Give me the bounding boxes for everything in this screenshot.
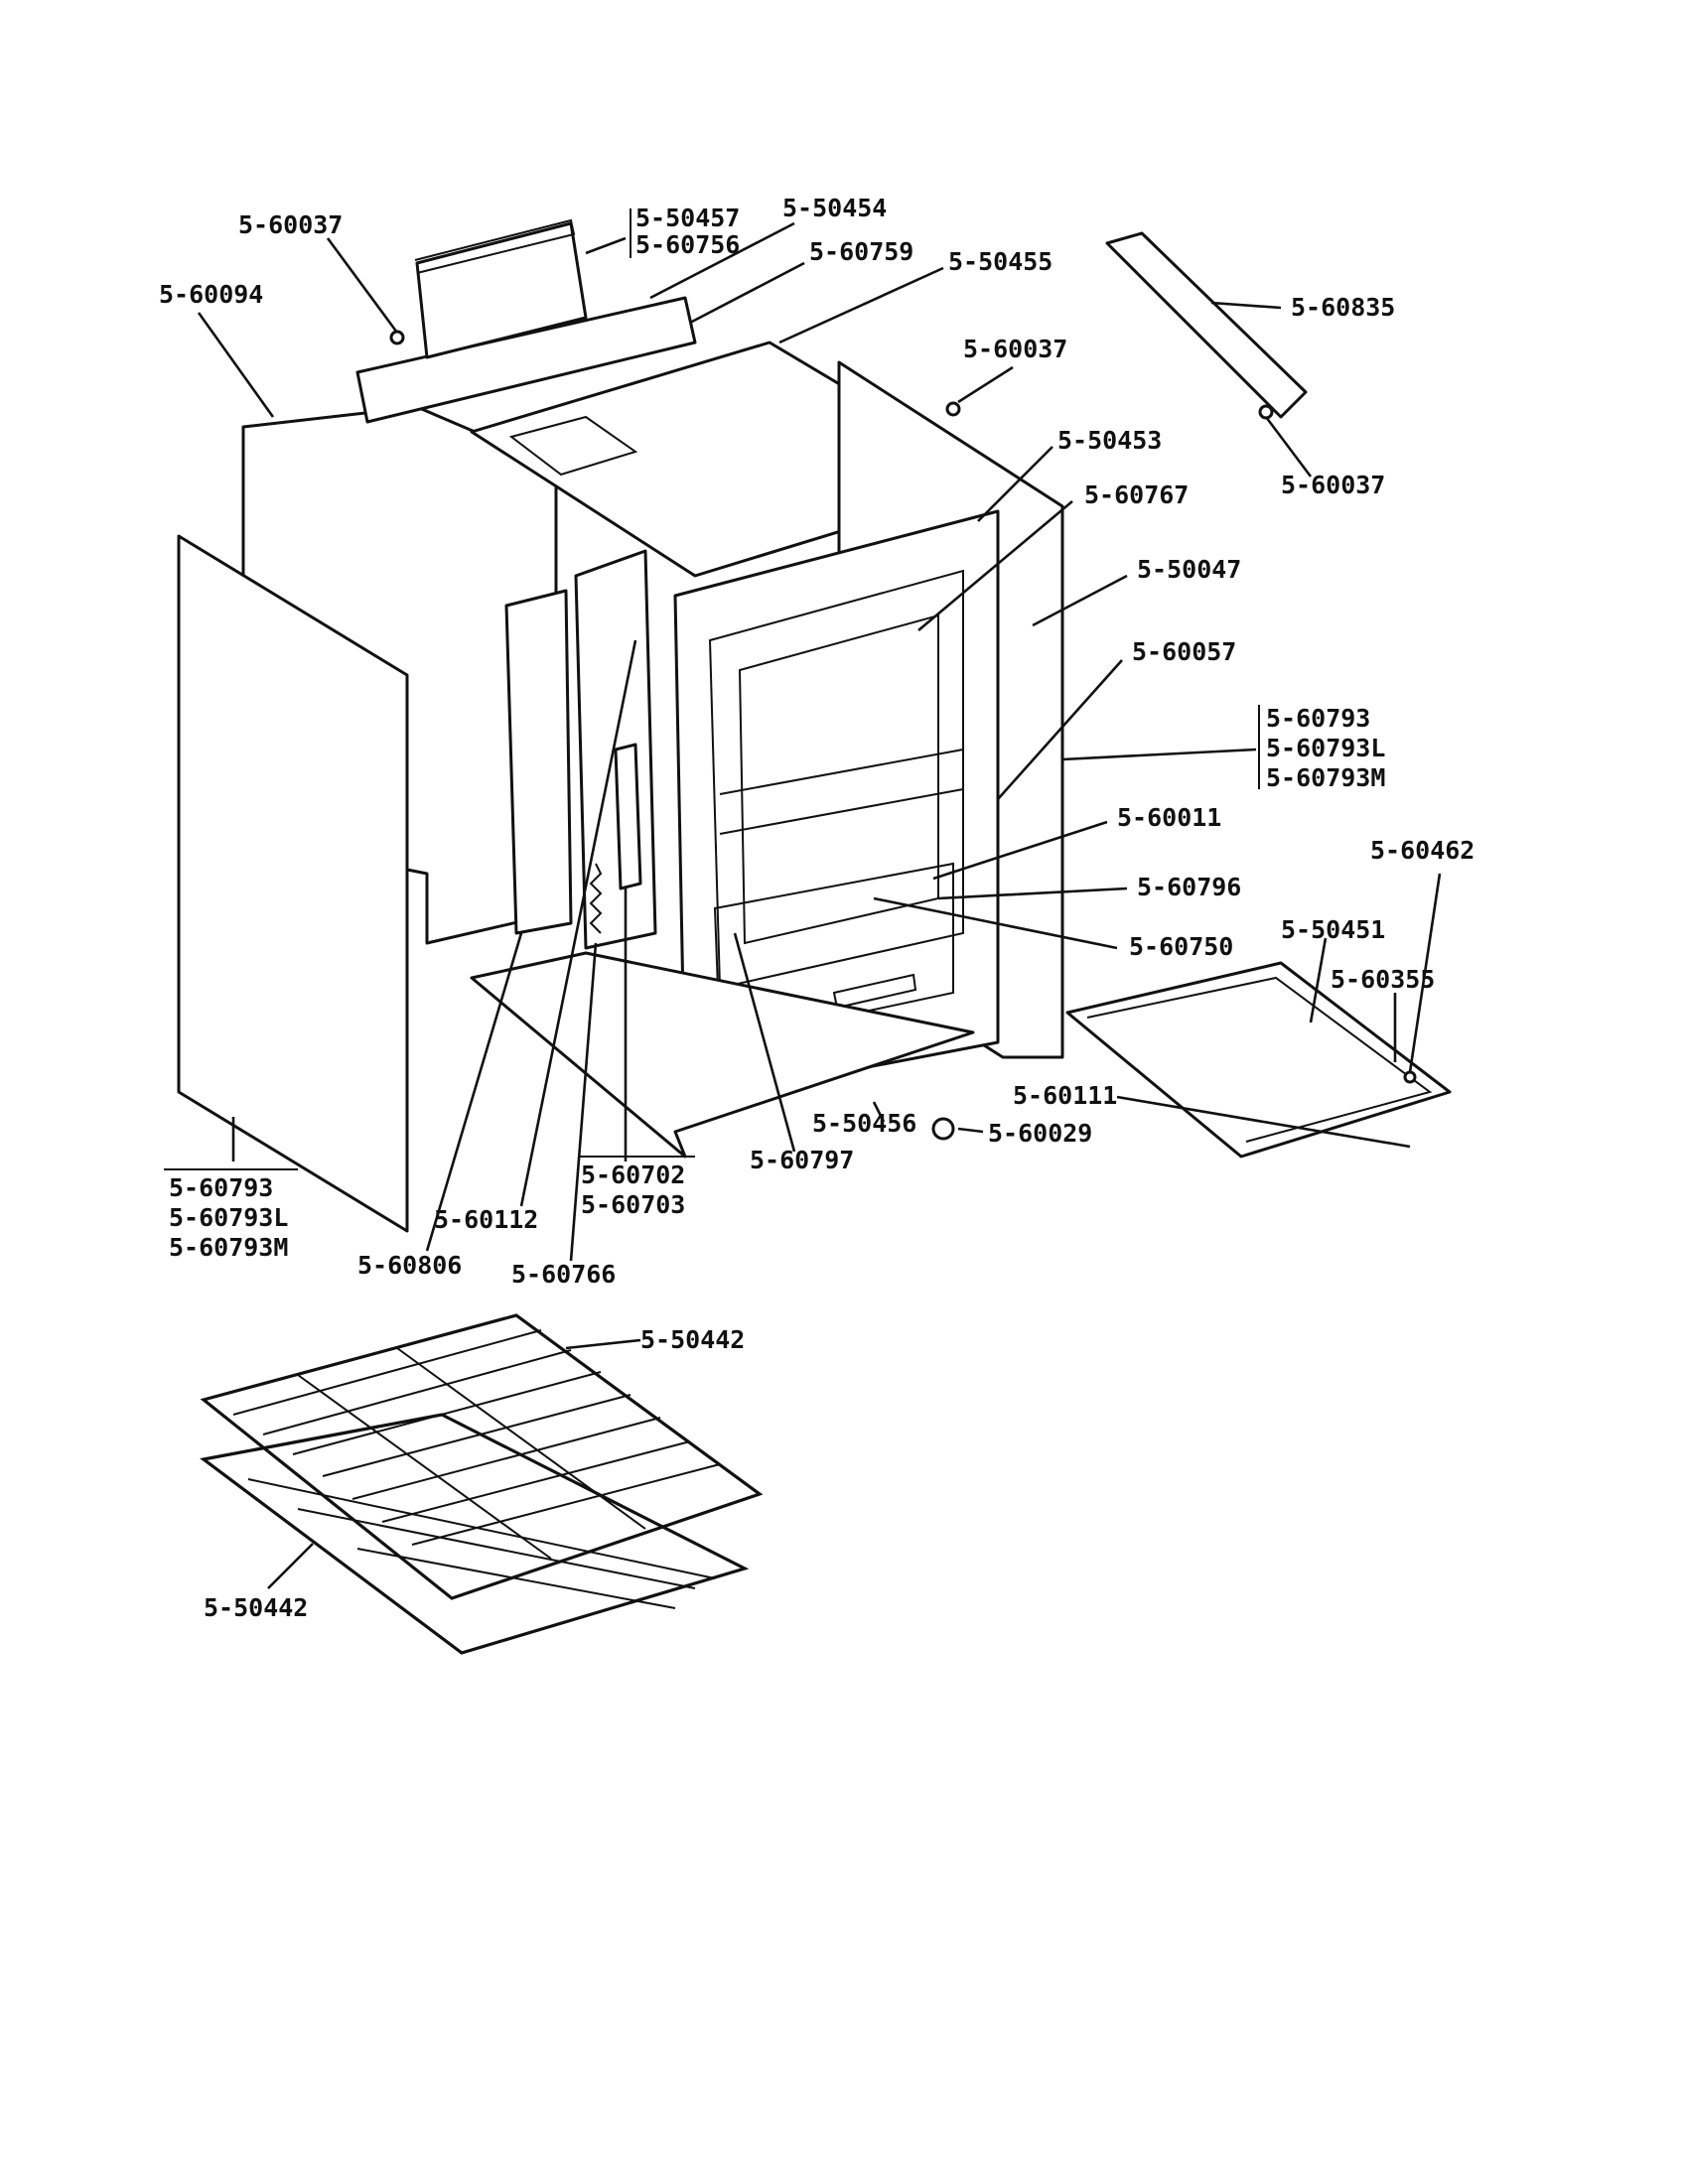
screw-vent: [1258, 404, 1274, 420]
label-5-50454: 5-50454: [782, 194, 887, 222]
label-5-60111: 5-60111: [1013, 1081, 1117, 1110]
oven-opening: [708, 569, 964, 990]
label-5-60806: 5-60806: [357, 1251, 462, 1280]
label-5-50047: 5-50047: [1137, 555, 1241, 584]
oven-cabinet-drawing: [177, 218, 1452, 1233]
label-5-60797: 5-60797: [750, 1146, 854, 1174]
oven-rack-guide: [719, 788, 964, 835]
label-5-60796: 5-60796: [1137, 873, 1241, 901]
label-5-60037-top-center: 5-60037: [963, 335, 1067, 363]
label-5-60703: 5-60703: [581, 1190, 685, 1219]
screw-top-center: [945, 401, 961, 417]
screw-top-left: [389, 330, 405, 345]
oven-front-frame: [673, 509, 1000, 1104]
label-5-50457: 5-50457: [635, 204, 740, 232]
label-5-60767: 5-60767: [1084, 480, 1189, 509]
rack-wires: [232, 1329, 721, 1609]
oven-racks-drawing: [200, 1313, 764, 1655]
left-side-panel: [177, 534, 409, 1233]
label-5-50442-upper: 5-50442: [640, 1325, 745, 1354]
label-5-60793M-right: 5-60793M: [1266, 763, 1385, 792]
drawer-screw: [1403, 1070, 1417, 1084]
label-5-60011: 5-60011: [1117, 803, 1221, 832]
label-5-60793L-right: 5-60793L: [1266, 734, 1385, 762]
label-5-60702: 5-60702: [581, 1160, 685, 1189]
label-5-60835: 5-60835: [1291, 293, 1395, 322]
back-guard-lip: [414, 218, 576, 274]
leader-lines: [164, 208, 1442, 1589]
label-5-50456: 5-50456: [812, 1109, 916, 1138]
door-hinge-bracket: [614, 743, 642, 890]
drawer-inner-edge: [1086, 976, 1433, 1143]
broiler-slot-2: [832, 973, 917, 1010]
label-5-60037-top-left: 5-60037: [238, 210, 343, 239]
upper-oven-rack-frame: [200, 1313, 764, 1600]
label-5-50455: 5-50455: [948, 247, 1052, 276]
label-5-60094: 5-60094: [159, 280, 263, 309]
label-5-60462: 5-60462: [1370, 836, 1474, 865]
label-5-60057: 5-60057: [1132, 637, 1236, 666]
label-5-60355: 5-60355: [1331, 965, 1435, 994]
label-5-60756: 5-60756: [635, 230, 740, 259]
back-guard-panel: [415, 221, 588, 359]
label-5-60766: 5-60766: [511, 1260, 616, 1289]
label-5-60793L-left: 5-60793L: [169, 1203, 288, 1232]
part-labels: 5-60037 5-60094 5-50457 5-60756 5-50454 …: [159, 194, 1474, 1622]
label-5-60793-left: 5-60793: [169, 1173, 273, 1202]
top-rear-trim: [355, 296, 697, 424]
side-insulation: [504, 589, 573, 935]
label-5-60793-right: 5-60793: [1266, 704, 1370, 733]
label-5-60029: 5-60029: [988, 1119, 1092, 1148]
label-5-50451: 5-50451: [1281, 915, 1385, 944]
leveling-leg: [931, 1117, 955, 1141]
top-cover-cutout: [508, 415, 638, 477]
label-5-60037-vent: 5-60037: [1281, 471, 1385, 499]
bottom-tray: [470, 951, 975, 1159]
label-5-60112: 5-60112: [434, 1205, 538, 1234]
hinge-spring: [589, 863, 603, 934]
vent-trim-strip: [1105, 231, 1308, 419]
label-5-60750: 5-60750: [1129, 932, 1233, 961]
label-5-60793M-left: 5-60793M: [169, 1233, 288, 1262]
lower-oven-rack-frame: [200, 1413, 750, 1655]
oven-rack-guide-2: [719, 749, 964, 795]
label-5-50442-lower: 5-50442: [204, 1593, 308, 1622]
label-5-60759: 5-60759: [809, 237, 913, 266]
label-5-50453: 5-50453: [1057, 426, 1162, 455]
